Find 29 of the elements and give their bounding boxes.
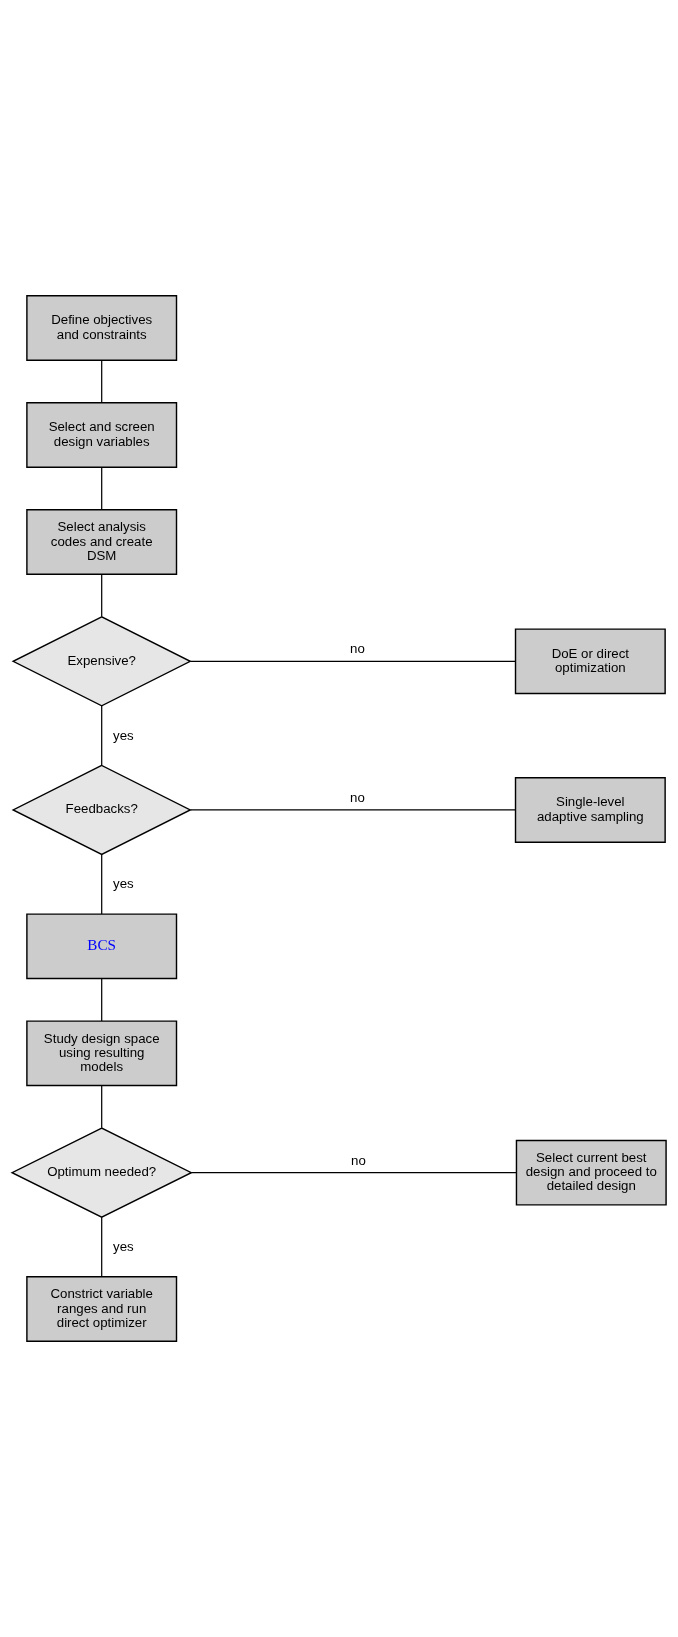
node-box: Constrict variable ranges and run direct optimizer: [26, 1276, 178, 1342]
node-box: BCS: [26, 913, 178, 980]
edge-label: yes: [113, 876, 134, 892]
edge-label: no: [350, 790, 365, 806]
edge-label: yes: [113, 1238, 134, 1254]
connector: [101, 977, 103, 1022]
node-diamond: Feedbacks?: [11, 764, 192, 856]
connector: [189, 660, 516, 662]
connector: [101, 573, 103, 618]
connector: [101, 466, 103, 511]
edge-label: yes: [113, 727, 134, 743]
node-box: Select and screen design variables: [26, 402, 178, 468]
node-box: Define objectives and constraints: [26, 295, 178, 361]
connector: [189, 809, 516, 811]
node-box: Select analysis codes and create DSM: [26, 509, 178, 575]
connector: [101, 853, 103, 915]
node-box: DoE or direct optimization: [514, 628, 666, 695]
node-diamond: Expensive?: [11, 616, 192, 707]
edge-label: no: [351, 1152, 366, 1168]
connector: [101, 359, 103, 404]
node-box: Single-level adaptive sampling: [514, 777, 666, 843]
node-box: Study design space using resulting models: [26, 1020, 178, 1087]
connector: [190, 1172, 517, 1174]
connector: [101, 705, 103, 766]
edge-label: no: [350, 641, 365, 657]
node-box: Select current best design and proceed to detailed design: [515, 1139, 667, 1206]
connector: [101, 1216, 103, 1278]
node-diamond: Optimum needed?: [10, 1127, 193, 1218]
connector: [101, 1085, 103, 1129]
